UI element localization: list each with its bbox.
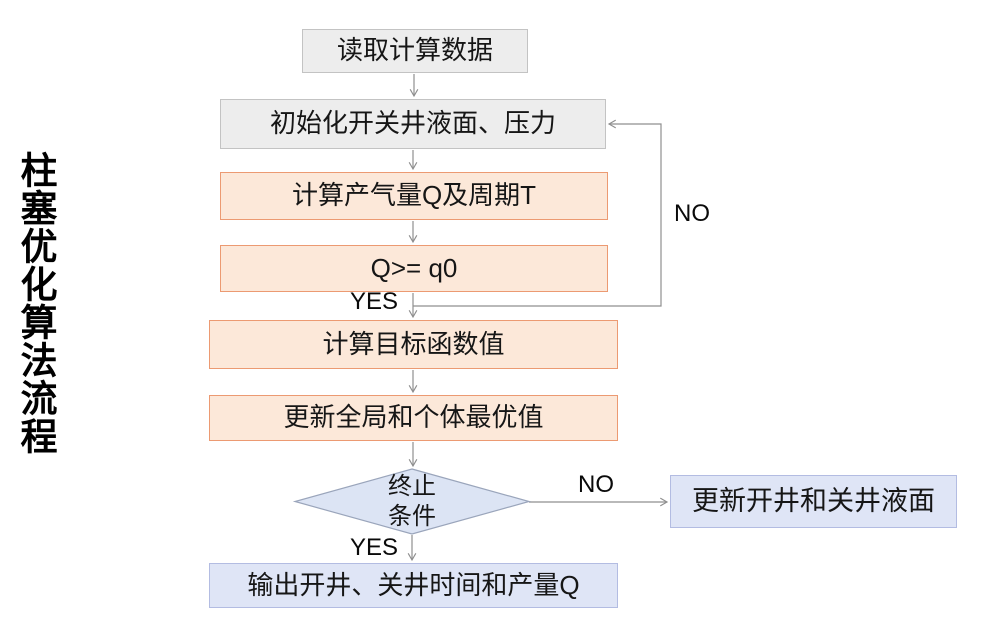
decision-diamond-shape — [292, 468, 532, 535]
node-calc-gas-and-period: 计算产气量Q及周期T — [220, 172, 608, 220]
edge-label-terminate-yes: YES — [350, 534, 399, 561]
node-calc-objective: 计算目标函数值 — [209, 320, 618, 369]
page-title: 柱塞优化算法流程 — [15, 151, 56, 455]
edge-label-q-no: NO — [674, 200, 710, 227]
edge-label-q-yes: YES — [350, 288, 399, 315]
node-update-well-liquid-level: 更新开井和关井液面 — [670, 475, 957, 528]
node-output-result: 输出开井、关井时间和产量Q — [209, 563, 618, 608]
node-q-condition: Q>= q0 — [220, 245, 608, 292]
terminate-condition-line1: 终止 — [388, 472, 436, 500]
node-read-data: 读取计算数据 — [302, 29, 528, 73]
node-terminate-condition: 终止 条件 — [352, 471, 472, 532]
node-init-well-levels: 初始化开关井液面、压力 — [220, 99, 606, 149]
edge-qcond-no-loop — [413, 119, 662, 307]
node-update-best-values: 更新全局和个体最优值 — [209, 395, 618, 441]
terminate-condition-line2: 条件 — [388, 502, 436, 530]
edge-label-terminate-no: NO — [578, 471, 614, 498]
